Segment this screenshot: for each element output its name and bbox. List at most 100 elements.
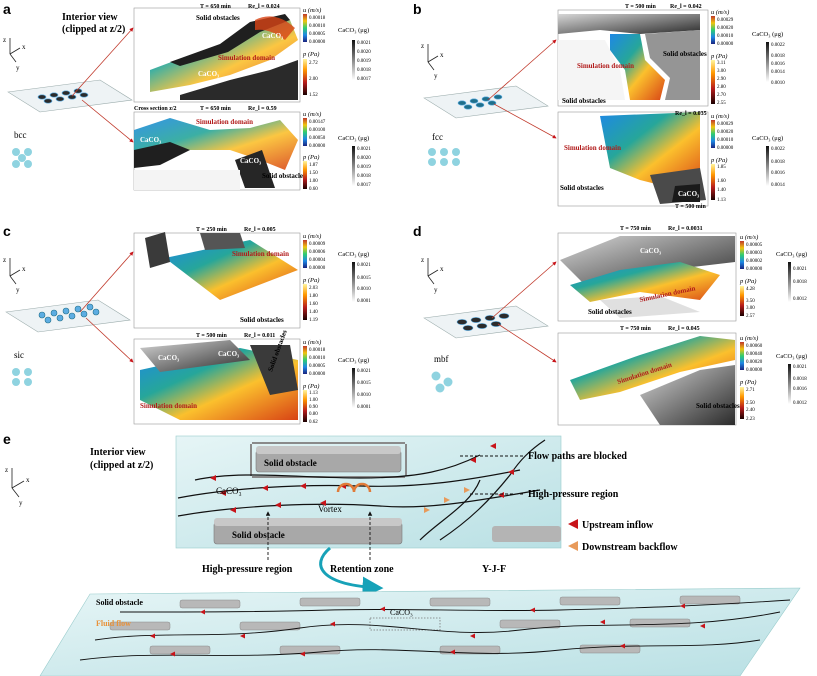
sim-a-top-label-2: CaCO₃ [262,32,283,40]
legend-a-bottom-u-title: u (m/s) [303,111,321,118]
tick-d-top-p-2: 3.00 [746,306,755,311]
legend-d-bottom-u-title: u (m/s) [740,335,758,342]
tick-a-top-p-0: 2.72 [309,61,318,66]
colorbar-d-bottom-u [740,342,744,370]
colorbar-a-bottom-c [352,146,355,186]
tick-b-bottom-p-1: 1.60 [717,179,726,184]
tick-d-bottom-p-1: 2.50 [746,401,755,406]
sim-c-bottom-time: T = 500 min [196,333,227,339]
legend-upstream-marker [568,519,578,529]
axis-z-c: z [3,256,6,264]
tick-a-bottom-c-4: 0.0017 [357,183,371,188]
tick-a-bottom-p-2: 1.00 [309,179,318,184]
sim-b-top-label-1: Solid obstacles [663,50,707,58]
tick-c-bottom-p-0: 1.13 [309,391,318,396]
sim-d-top-label-1: CaCO₃ [640,247,661,255]
sim-c-top [133,232,301,329]
tick-b-top-c-0: 0.0022 [771,43,785,48]
sim-d-bottom [557,332,737,426]
sim-b-bottom-re: Re_l = 0.035 [675,111,707,117]
sim-d-top [557,232,737,322]
tick-a-top-c-1: 0.0020 [357,50,371,55]
colorbar-c-top-p [303,284,307,320]
legend-d-top-u-title: u (m/s) [740,234,758,241]
tick-b-bottom-p-0: 1.85 [717,165,726,170]
legend-c-bottom-u-title: u (m/s) [303,339,321,346]
axis-z-d: z [421,256,424,264]
panel-letter-c: c [3,223,11,239]
legend-downstream-marker [568,541,578,551]
colorbar-d-top-u [740,241,744,269]
legend-b-top-p-title: p (Pa) [710,53,727,60]
sim-a-top-time: T = 650 min [200,4,231,10]
panel-letter-d: d [413,223,422,239]
tick-a-top-c-3: 0.0018 [357,68,371,73]
panel-letter-b: b [413,1,422,17]
sim-d-top-label-3: Solid obstacles [588,308,632,316]
tick-a-bottom-p-3: 0.60 [309,187,318,192]
lattice-label-a: bcc [14,130,27,140]
tick-c-top-p-2: 1.60 [309,302,318,307]
axis-y-b: y [434,72,438,80]
tick-a-bottom-u-0: 0.00147 [309,120,326,125]
sim-d-bottom-label-2: Solid obstacles [696,402,740,410]
legend-c-top-u-title: u (m/s) [303,233,321,240]
tick-c-top-c-1: 0.0015 [357,276,371,281]
tick-c-top-u-2: 0.00004 [309,258,326,263]
sim-a-bottom-re: Re_l = 0.59 [248,106,277,112]
colorbar-b-bottom-p [711,164,715,200]
sim-a-bottom [133,111,301,191]
tick-c-bottom-p-2: 0.90 [309,405,318,410]
strip-caco3-label: CaCO₃ [390,608,413,617]
lattice-plate-c [5,299,131,333]
tick-b-top-c-2: 0.0016 [771,62,785,67]
axis-x: x [22,43,26,51]
tick-b-bottom-c-3: 0.0014 [771,183,785,188]
tick-d-top-u-0: 0.00005 [746,243,763,248]
panel-d: d z x y mbf T = 750 min Re_l = 0.0031 Ca [413,223,807,426]
sim-c-top-re: Re_l = 0.005 [244,227,276,233]
panel-e-heading-2: (clipped at z/2) [90,460,153,471]
colorbar-d-top-c [788,262,791,302]
sim-c-bottom [133,338,301,425]
tick-b-bottom-u-1: 0.00020 [717,130,734,135]
legend-d-top-c-title: CaCO₃ (μg) [776,251,807,258]
colorbar-c-bottom-p [303,390,307,422]
axis-z-b: z [421,42,424,50]
label-yjf: Y-J-F [482,564,506,575]
axes-triad-b [427,44,439,71]
panel-letter-e: e [3,431,11,447]
sim-c-bottom-re: Re_l = 0.011 [244,333,275,339]
axis-y-e: y [19,499,23,507]
legend-b-bottom-c-title: CaCO₃ (μg) [752,135,783,142]
tick-c-bottom-c-2: 0.0010 [357,393,371,398]
tick-a-top-u-2: 0.00005 [309,32,326,37]
tick-c-bottom-p-1: 1.00 [309,398,318,403]
legend-a-top-p-title: p (Pa) [302,51,319,58]
tick-d-top-p-0: 4.28 [746,287,755,292]
colorbar-b-top-p [711,60,715,104]
sim-a-bottom-section: Cross section z/2 [134,106,177,112]
tick-c-top-u-0: 0.00009 [309,242,326,247]
tick-b-bottom-u-2: 0.00010 [717,138,734,143]
lattice-label-d: mbf [434,354,449,364]
sim-b-top-label-2: Simulation domain [577,62,634,70]
colorbar-a-top-u [303,14,307,42]
colorbar-a-top-p [303,59,307,95]
tick-c-bottom-u-0: 0.00018 [309,348,326,353]
tick-b-top-c-1: 0.0018 [771,54,785,59]
sim-a-bottom-label-1: Simulation domain [196,118,253,126]
tick-d-top-u-2: 0.00002 [746,259,763,264]
label-retention: Retention zone [330,564,394,575]
tick-d-bottom-u-1: 0.00040 [746,352,763,357]
tick-a-top-c-2: 0.0019 [357,59,371,64]
axis-y-c: y [16,286,20,294]
interior-view-box [175,435,562,549]
tick-b-top-c-3: 0.0014 [771,70,785,75]
tick-c-bottom-u-3: 0.00000 [309,372,326,377]
colorbar-c-top-u [303,240,307,268]
lattice-plate-b [423,85,549,119]
tick-d-bottom-u-0: 0.00060 [746,344,763,349]
tick-b-top-p-0: 3.11 [717,61,726,66]
tick-d-bottom-u-3: 0.00000 [746,368,763,373]
